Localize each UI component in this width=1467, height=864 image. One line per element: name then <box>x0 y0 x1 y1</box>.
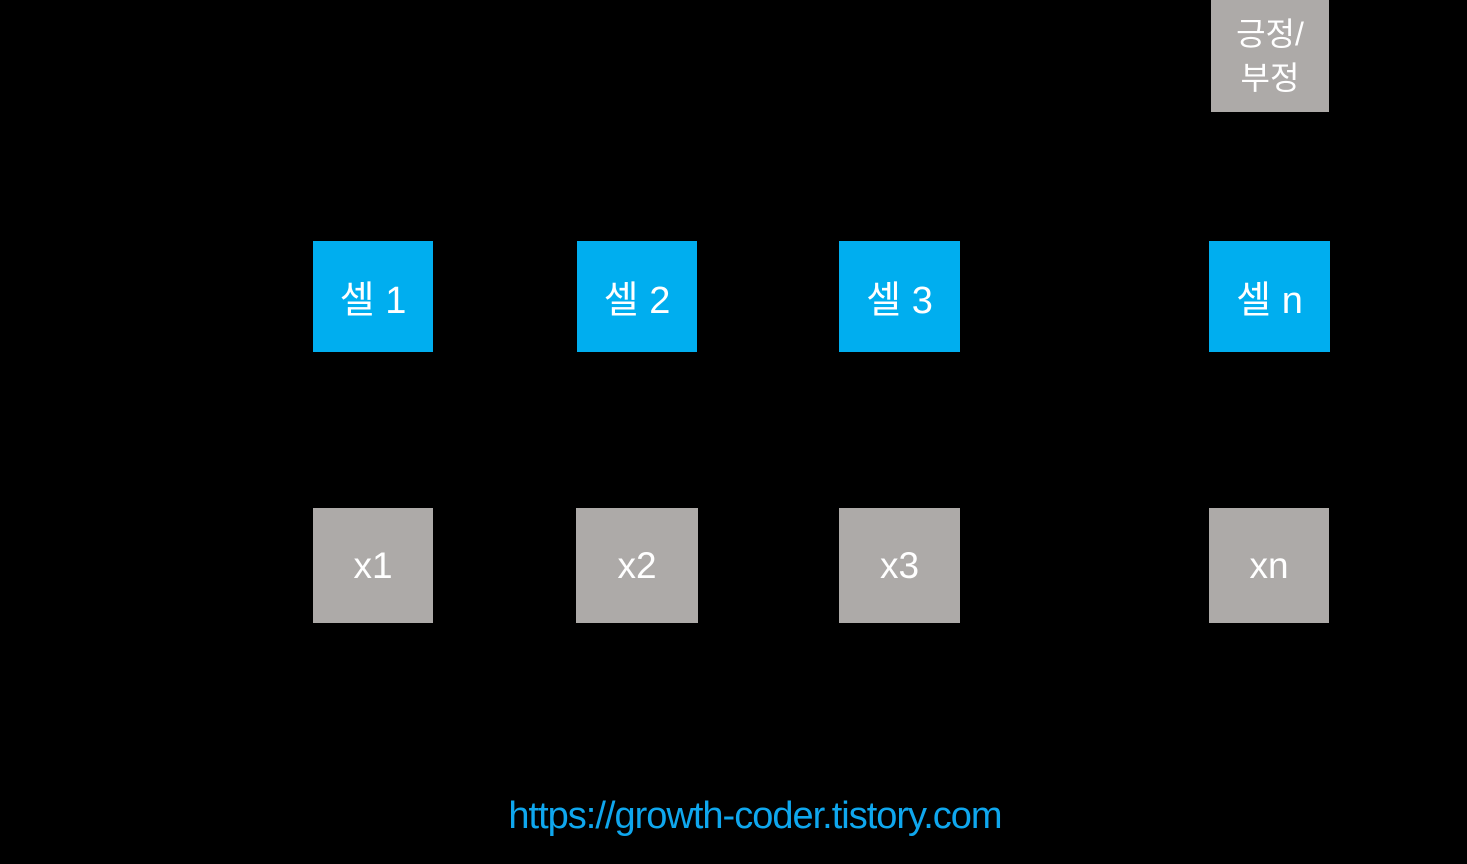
rnn-cell-box-n: 셀 n <box>1209 241 1330 352</box>
input-box-x1: x1 <box>313 508 433 623</box>
output-label-line1: 긍정/ <box>1236 16 1304 52</box>
cell-label: 셀 1 <box>339 280 407 322</box>
cell-label: 셀 3 <box>866 280 933 322</box>
input-box-x3: x3 <box>839 508 960 623</box>
input-label: x2 <box>617 544 657 586</box>
rnn-cell-box-1: 셀 1 <box>313 241 433 352</box>
output-label-line2: 부정 <box>1240 60 1300 96</box>
rnn-cell-box-3: 셀 3 <box>839 241 960 352</box>
input-box-xn: xn <box>1209 508 1329 623</box>
input-label: xn <box>1249 544 1289 586</box>
input-box-x2: x2 <box>576 508 698 623</box>
input-label: x3 <box>879 544 920 586</box>
blog-url-text: https://growth-coder.tistory.com <box>508 795 1002 837</box>
cell-label: 셀 2 <box>603 280 671 322</box>
output-box-sentiment: 긍정/ 부정 <box>1211 0 1329 112</box>
rnn-cell-box-2: 셀 2 <box>577 241 697 352</box>
cell-label: 셀 n <box>1236 280 1303 322</box>
input-label: x1 <box>353 544 393 586</box>
